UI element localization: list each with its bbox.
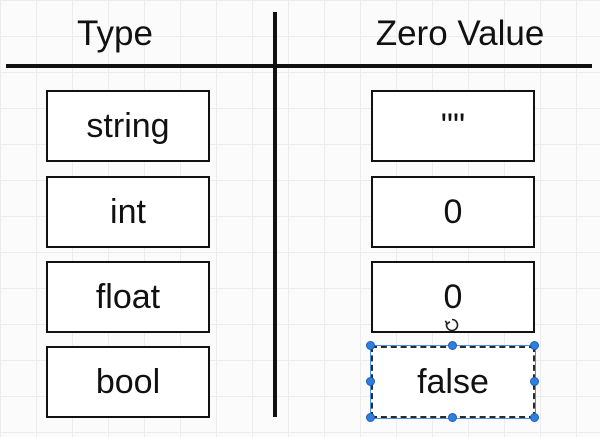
selection-handle-bottom-left[interactable] xyxy=(366,413,375,422)
selection-handle-bottom-middle[interactable] xyxy=(448,413,457,422)
rotate-icon[interactable] xyxy=(444,317,460,333)
zero-cell-float[interactable]: 0 xyxy=(371,261,535,333)
header-zero-value: Zero Value xyxy=(375,14,545,53)
zero-cell-int[interactable]: 0 xyxy=(371,176,535,248)
zero-cell-string[interactable]: "" xyxy=(371,90,535,162)
selection-handle-bottom-right[interactable] xyxy=(530,413,539,422)
selection-handle-middle-left[interactable] xyxy=(366,377,375,386)
zero-cell-bool[interactable]: false xyxy=(370,345,536,419)
selection-handle-top-right[interactable] xyxy=(530,341,539,350)
type-cell-float[interactable]: float xyxy=(46,261,210,333)
selection-handle-middle-right[interactable] xyxy=(530,377,539,386)
selection-handle-top-left[interactable] xyxy=(366,341,375,350)
horizontal-divider xyxy=(6,64,592,68)
type-cell-bool[interactable]: bool xyxy=(46,346,210,418)
type-cell-string[interactable]: string xyxy=(46,90,210,162)
type-cell-int[interactable]: int xyxy=(46,176,210,248)
vertical-divider xyxy=(273,12,277,417)
header-type: Type xyxy=(77,14,153,53)
selection-handle-top-middle[interactable] xyxy=(448,341,457,350)
